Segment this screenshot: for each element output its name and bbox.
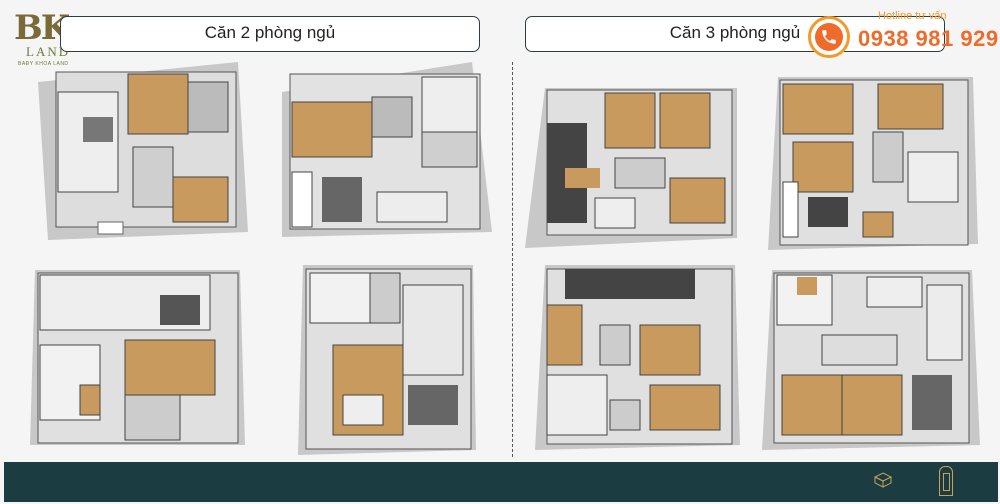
hotline-number[interactable]: 0938 981 929 [858, 26, 999, 51]
floor-plan-3br-c [535, 265, 740, 450]
floor-plan-2br-a [38, 62, 248, 240]
floor-plan-2br-c [30, 270, 245, 445]
tower-logo-icon [939, 466, 953, 496]
floor-plan-2br-b [282, 62, 492, 237]
two-bedroom-title: Căn 2 phòng ngủ [60, 16, 480, 52]
footer-bar [4, 462, 998, 502]
box-logo-icon [874, 472, 892, 488]
hotline-label: Hotline tư vấn [878, 10, 947, 22]
hotline[interactable]: Hotline tư vấn 0938 981 929 [808, 10, 998, 62]
section-divider [512, 62, 513, 457]
floor-plan-3br-a [525, 88, 737, 248]
logo-wordmark: LAND [26, 44, 71, 59]
floor-plan-2br-d [298, 265, 476, 455]
phone-icon [808, 16, 850, 58]
three-bedroom-title: Căn 3 phòng ngủ [525, 16, 945, 52]
floor-plan-3br-d [762, 270, 980, 450]
floor-plan-3br-b [768, 77, 978, 250]
logo-tagline: BAĐY KHOA LAND [18, 61, 69, 67]
